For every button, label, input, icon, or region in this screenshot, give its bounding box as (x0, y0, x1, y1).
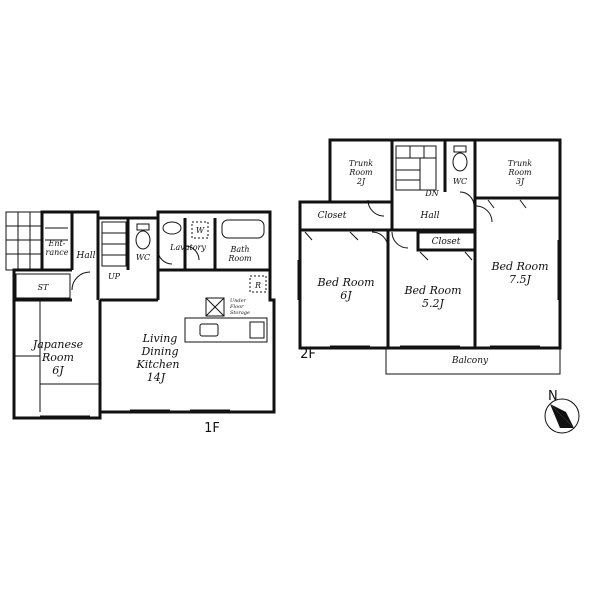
tatami-mats (14, 300, 100, 412)
compass-icon: N (544, 389, 580, 434)
balcony (385, 348, 561, 375)
st-label: ST (38, 283, 49, 292)
entrance-steps (45, 227, 68, 241)
floor-1-doors (71, 245, 200, 291)
floor-2-title: 2F (300, 347, 316, 362)
floor-2-stairs (395, 145, 437, 191)
lavatory-label: Lavatory (169, 243, 206, 252)
bathtub (221, 219, 265, 239)
compass-north-label: N (548, 389, 558, 404)
floor-1-toilet (135, 230, 151, 250)
floor-1-windows (40, 409, 230, 417)
kitchen-counter (184, 317, 268, 343)
wc-label-2f: WC (453, 177, 467, 186)
refrigerator-space (249, 275, 267, 293)
hall-label-2f: Hall (420, 211, 440, 221)
cooktop (249, 321, 265, 339)
floor-1-plan (5, 210, 276, 420)
entrance-label: Ent-rance (46, 239, 69, 257)
lavatory-sink (162, 221, 182, 235)
wc-label-1f: WC (136, 253, 150, 262)
floor-1-interior-walls (14, 212, 270, 412)
floor-1-title: 1F (204, 421, 220, 436)
floor-2-toilet (452, 152, 468, 172)
floor-2-doors (367, 191, 493, 249)
washer-label: W (196, 226, 205, 235)
floor-2-interior-walls (300, 140, 560, 348)
balcony-label: Balcony (451, 356, 489, 366)
under-floor-storage (205, 297, 225, 317)
floor-2-windows (297, 240, 559, 347)
closet-2-label: Closet (432, 237, 461, 247)
floor-2-closet-doors (304, 199, 527, 261)
up-label: UP (108, 272, 121, 281)
floor-2-plan (297, 138, 562, 375)
porch-tiles (5, 211, 43, 271)
floor-1-stairs (101, 221, 127, 267)
dn-label: DN (424, 189, 439, 198)
kitchen-sink (199, 323, 219, 337)
hall-label-1f: Hall (76, 251, 96, 261)
storage-closet (15, 273, 71, 299)
washer-space (191, 221, 209, 239)
floor-1-outer-wall (12, 210, 276, 420)
refrigerator-label: R (254, 281, 261, 290)
closet-1-label: Closet (318, 211, 347, 221)
